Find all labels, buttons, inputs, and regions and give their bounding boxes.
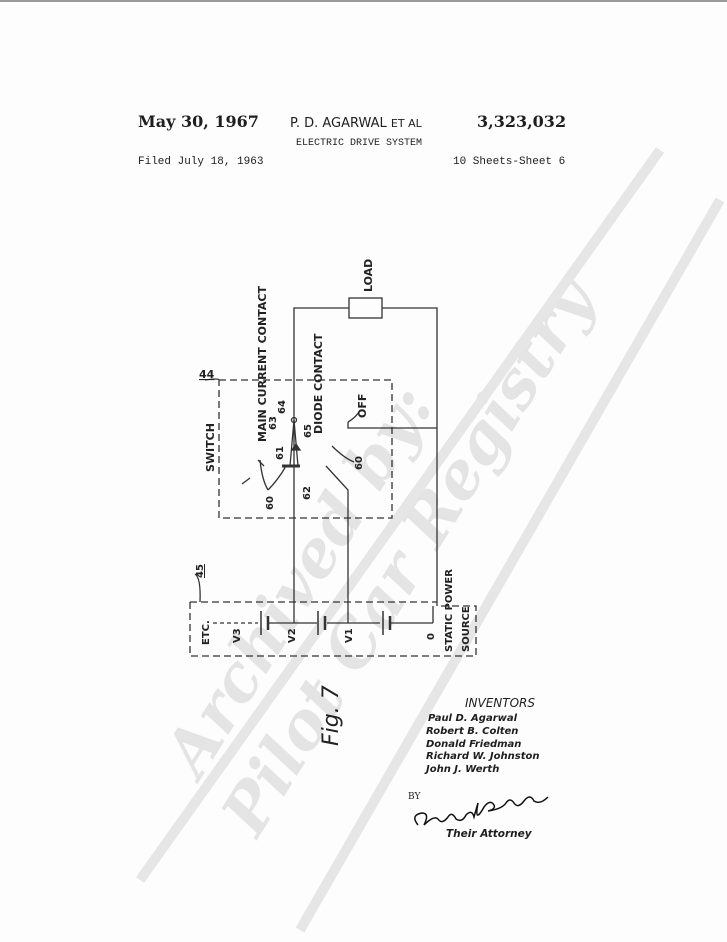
sheet-count: 10 Sheets-Sheet 6 (453, 156, 566, 168)
attorney-label: Their Attorney (446, 828, 532, 840)
off-label: OFF (356, 394, 369, 418)
etc-label: ETC. (201, 620, 212, 645)
static-power-label: STATIC POWER (444, 569, 455, 652)
filed-date: Filed July 18, 1963 (138, 156, 264, 168)
ref-60a: 60 (265, 496, 276, 510)
load-label: LOAD (362, 259, 375, 292)
inventors-heading: INVENTORS (465, 696, 536, 710)
zero-label: 0 (426, 633, 437, 640)
inventor-name: John J. Werth (426, 764, 500, 776)
ref-63: 63 (268, 416, 279, 430)
v1-contact (325, 465, 349, 606)
battery-cells (260, 611, 392, 635)
inventor-name: Robert B. Colten (426, 725, 519, 737)
v1-label: V1 (344, 628, 355, 643)
ref-64: 64 (277, 400, 288, 414)
patent-date: May 30, 1967 (138, 112, 259, 131)
wire-right (382, 307, 438, 606)
switch-box (218, 379, 393, 519)
diode-icon (290, 442, 302, 451)
by-label: BY (408, 792, 421, 802)
inventor-name: Richard W. Johnston (426, 751, 540, 763)
switch-ref: 44 (199, 368, 215, 381)
inventor-header: P. D. AGARWAL ET AL (290, 116, 422, 131)
ref-65: 65 (303, 424, 314, 438)
diode-contact-label: DIODE CONTACT (312, 333, 325, 434)
v2-label: V2 (287, 628, 298, 643)
ref-61: 61 (275, 446, 286, 460)
page-edge (0, 0, 727, 2)
v3-label: V3 (232, 628, 243, 643)
inventor-name: Paul D. Agarwal (428, 713, 518, 724)
inventor-name: Donald Friedman (426, 738, 522, 750)
inventor-name: P. D. AGARWAL (290, 116, 387, 131)
main-contact-label: MAIN CURRENT CONTACT (256, 286, 269, 442)
et-al: ET AL (390, 117, 422, 130)
figure-label: Fig. 7 (319, 685, 344, 746)
off-contact (347, 422, 437, 429)
ref-62: 62 (302, 486, 313, 500)
source-box (189, 602, 477, 657)
source-ref: 45 (195, 564, 206, 578)
wire-left (293, 307, 349, 600)
contact-pivot (290, 416, 298, 424)
source-label: SOURCE (461, 606, 472, 652)
inventor-list: Paul D. Agarwal Robert B. Colten Donald … (426, 713, 540, 777)
ref-60b: 60 (354, 456, 365, 470)
patent-title: ELECTRIC DRIVE SYSTEM (296, 138, 423, 149)
patent-number: 3,323,032 (477, 112, 567, 131)
switch-label: SWITCH (204, 423, 217, 472)
